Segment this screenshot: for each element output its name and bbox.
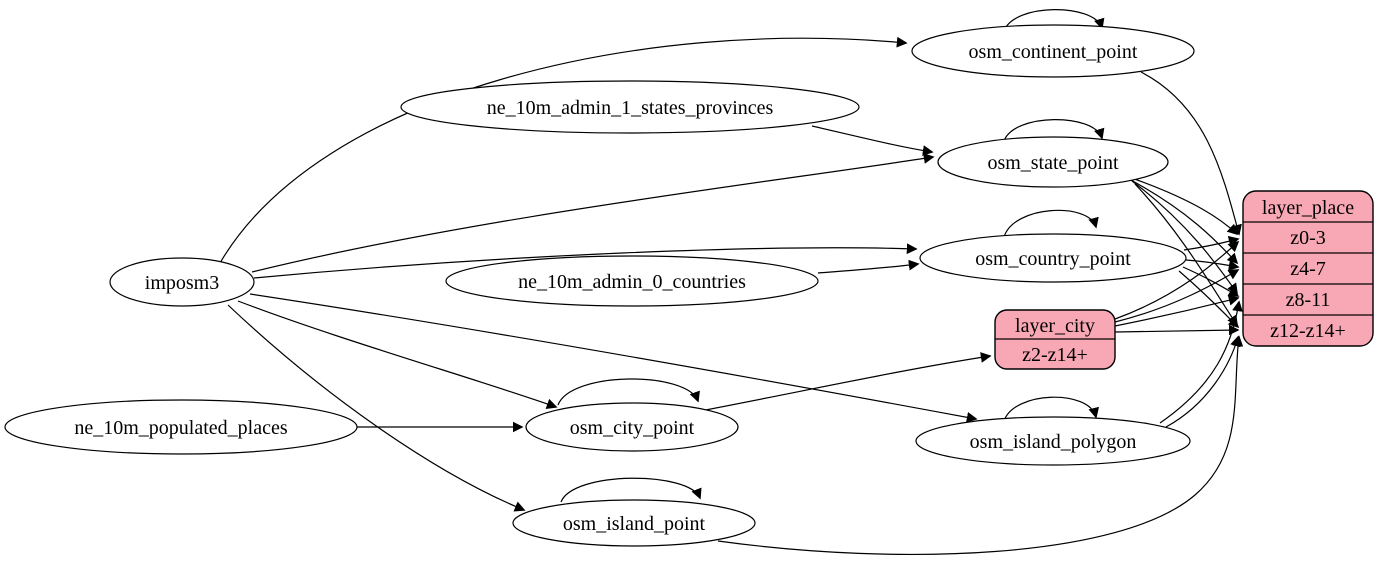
record-layer-place-title: layer_place <box>1262 197 1354 219</box>
node-osm-continent-point: osm_continent_point <box>911 24 1195 78</box>
node-ne-10m-admin-1-states-provinces: ne_10m_admin_1_states_provinces <box>400 80 860 134</box>
edge-osm-state-point-to-layer-place-z8-11 <box>1131 180 1238 295</box>
edge-osm-state-point-to-layer-place-z4-7 <box>1128 178 1239 265</box>
record-layer-city: layer_city z2-z14+ <box>994 309 1116 370</box>
edge-osm-island-polygon-to-layer-place-z12-z14 <box>1165 335 1241 428</box>
node-osm-continent-point-label: osm_continent_point <box>969 41 1138 63</box>
record-layer-city-title: layer_city <box>1015 315 1095 337</box>
node-osm-city-point-label: osm_city_point <box>570 417 695 439</box>
edge-imposm3-to-osm-island-polygon <box>249 293 978 423</box>
node-osm-state-point: osm_state_point <box>937 136 1169 188</box>
records-layer: layer_city z2-z14+ layer_place z0-3 z4-7… <box>994 190 1374 370</box>
self-loop-osm-island-polygon <box>1003 396 1099 422</box>
node-osm-island-point: osm_island_point <box>512 499 756 547</box>
record-row-z8-11: z8-11 <box>1286 289 1331 311</box>
edge-imposm3-to-osm-country-point <box>253 243 918 279</box>
nodes-layer: imposm3 ne_10m_populated_places ne_10m_a… <box>4 24 1195 547</box>
node-osm-city-point: osm_city_point <box>525 402 739 452</box>
node-ne-10m-populated-places-label: ne_10m_populated_places <box>74 417 287 439</box>
edge-osm-city-point-to-layer-city-z2-z14 <box>699 352 992 412</box>
edge-layer-city-to-layer-place-z4-7 <box>1114 269 1240 323</box>
node-osm-island-polygon: osm_island_polygon <box>915 416 1191 466</box>
edge-osm-island-point-to-layer-place-z12-z14 <box>717 335 1244 556</box>
self-loop-osm-island-point <box>560 477 702 503</box>
edge-ne-10m-admin-1-states-provinces-to-osm-state-point <box>811 125 934 156</box>
node-ne-10m-admin-0-countries: ne_10m_admin_0_countries <box>445 255 819 307</box>
edge-layer-city-to-layer-place-z8-11 <box>1114 294 1240 327</box>
edge-layer-city-to-layer-place-z12-z14 <box>1114 324 1240 336</box>
edge-layer-city-to-layer-place-z0-3 <box>1114 240 1240 320</box>
record-layer-place: layer_place z0-3 z4-7 z8-11 z12-z14+ <box>1242 190 1374 347</box>
node-osm-country-point-label: osm_country_point <box>975 248 1131 270</box>
self-loop-osm-city-point <box>557 378 700 406</box>
node-imposm3: imposm3 <box>109 257 255 307</box>
edge-imposm3-to-osm-state-point <box>251 153 935 273</box>
self-loop-osm-country-point <box>1003 209 1099 238</box>
edge-osm-island-polygon-to-layer-place-z8-11 <box>1159 300 1243 424</box>
node-imposm3-label: imposm3 <box>145 272 219 294</box>
node-ne-10m-admin-0-countries-label: ne_10m_admin_0_countries <box>518 271 746 293</box>
edge-ne-10m-admin-0-countries-to-osm-country-point <box>817 259 920 274</box>
record-row-z2-z14: z2-z14+ <box>1022 344 1088 366</box>
edge-osm-continent-point-to-layer-place-z0-3 <box>1140 71 1242 236</box>
edge-imposm3-to-osm-city-point <box>237 300 558 410</box>
edges-layer <box>219 9 1244 556</box>
node-osm-island-polygon-label: osm_island_polygon <box>970 431 1137 453</box>
edge-osm-state-point-to-layer-place-z12-z14 <box>1134 183 1238 327</box>
node-osm-country-point: osm_country_point <box>919 233 1187 283</box>
self-loop-osm-continent-point <box>1003 9 1105 32</box>
edge-osm-state-point-to-layer-place-z0-3 <box>1125 175 1239 236</box>
record-row-z12-z14: z12-z14+ <box>1270 320 1346 342</box>
record-row-z0-3: z0-3 <box>1290 227 1326 249</box>
node-osm-state-point-label: osm_state_point <box>987 152 1119 174</box>
edge-osm-country-point-to-layer-place-z0-3 <box>1183 235 1240 251</box>
self-loop-osm-state-point <box>1003 119 1105 142</box>
edge-osm-country-point-to-layer-place-z8-11 <box>1182 266 1240 297</box>
edge-imposm3-to-osm-continent-point <box>219 36 908 264</box>
node-ne-10m-populated-places: ne_10m_populated_places <box>4 399 358 455</box>
node-ne-10m-admin-1-states-provinces-label: ne_10m_admin_1_states_provinces <box>487 97 774 119</box>
node-osm-island-point-label: osm_island_point <box>563 513 706 535</box>
edge-imposm3-to-osm-island-point <box>227 304 526 512</box>
edge-osm-country-point-to-layer-place-z4-7 <box>1185 259 1240 271</box>
record-row-z4-7: z4-7 <box>1290 258 1326 280</box>
